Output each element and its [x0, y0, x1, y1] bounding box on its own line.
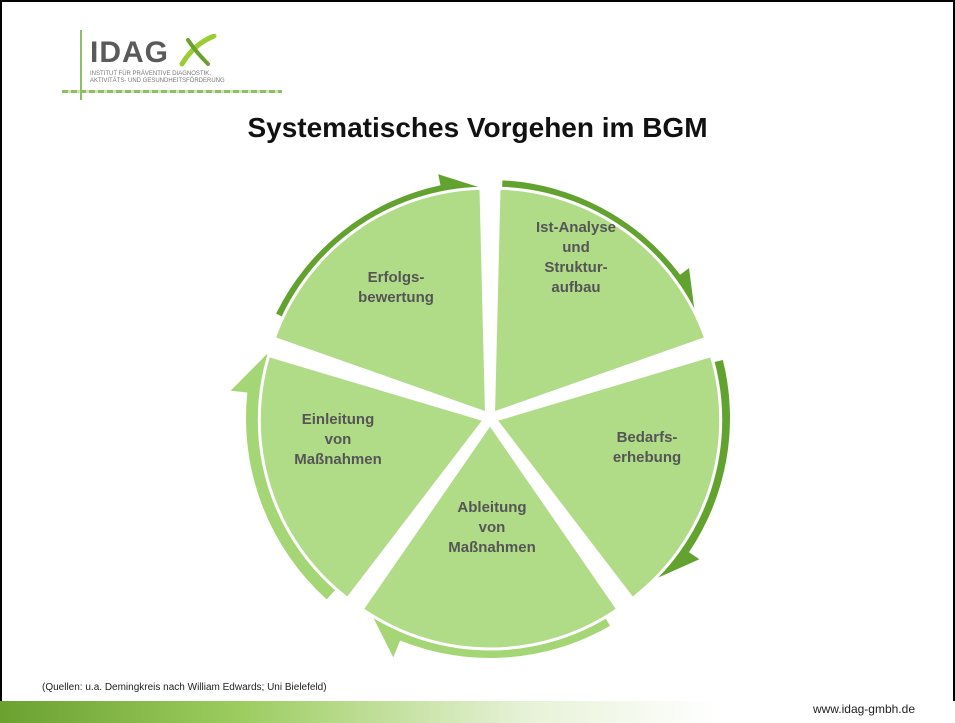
- cycle-segment: [360, 421, 620, 651]
- segment-label-line: Maßnahmen: [448, 539, 536, 556]
- footer-gradient-bar: [0, 701, 955, 723]
- logo-subtitle-line1: INSTITUT FÜR PRÄVENTIVE DIAGNOSTIK,: [90, 71, 211, 77]
- segment-label-line: von: [325, 431, 352, 448]
- cycle-segment: [257, 353, 487, 601]
- segment-label-line: Ableitung: [457, 499, 526, 516]
- cycle-segments: [257, 186, 723, 651]
- segment-label-line: aufbau: [551, 279, 600, 296]
- idag-logo: IDAG INSTITUT FÜR PRÄVENTIVE DIAGNOSTIK,…: [62, 30, 282, 100]
- segment-label-line: Maßnahmen: [294, 451, 382, 468]
- segment-label: Bedarfs-erhebung: [613, 429, 681, 466]
- website-url: www.idag-gmbh.de: [812, 702, 915, 716]
- segment-label-line: erhebung: [613, 449, 681, 466]
- segment-label-line: Erfolgs-: [368, 269, 425, 286]
- segment-label-line: Struktur-: [544, 259, 607, 276]
- segment-label-line: Ist-Analyse: [536, 219, 616, 236]
- source-note: (Quellen: u.a. Demingkreis nach William …: [42, 682, 327, 693]
- slide-border-right: [953, 0, 955, 723]
- cycle-arrow: [369, 599, 610, 658]
- segment-label-line: und: [562, 239, 590, 256]
- segment-label-line: Einleitung: [302, 411, 375, 428]
- cycle-segment: [491, 186, 708, 416]
- logo-swoosh-icon: [179, 34, 217, 67]
- slide-border-left: [0, 0, 2, 723]
- logo-subtitle-line2: AKTIVITÄTS- UND GESUNDHEITSFÖRDERUNG: [90, 78, 225, 84]
- logo-vertical-line: [80, 30, 82, 100]
- logo-wordmark: IDAG: [90, 36, 169, 69]
- segment-label-line: bewertung: [358, 289, 434, 306]
- segment-label-line: von: [479, 519, 506, 536]
- segment-label-line: Bedarfs-: [617, 429, 678, 446]
- cycle-segment: [493, 353, 723, 601]
- cycle-segment: [272, 186, 489, 416]
- slide-title: Systematisches Vorgehen im BGM: [247, 112, 708, 143]
- logo-horizontal-line: [62, 90, 282, 93]
- slide-border-top: [0, 0, 955, 2]
- segment-label: Erfolgs-bewertung: [358, 269, 434, 306]
